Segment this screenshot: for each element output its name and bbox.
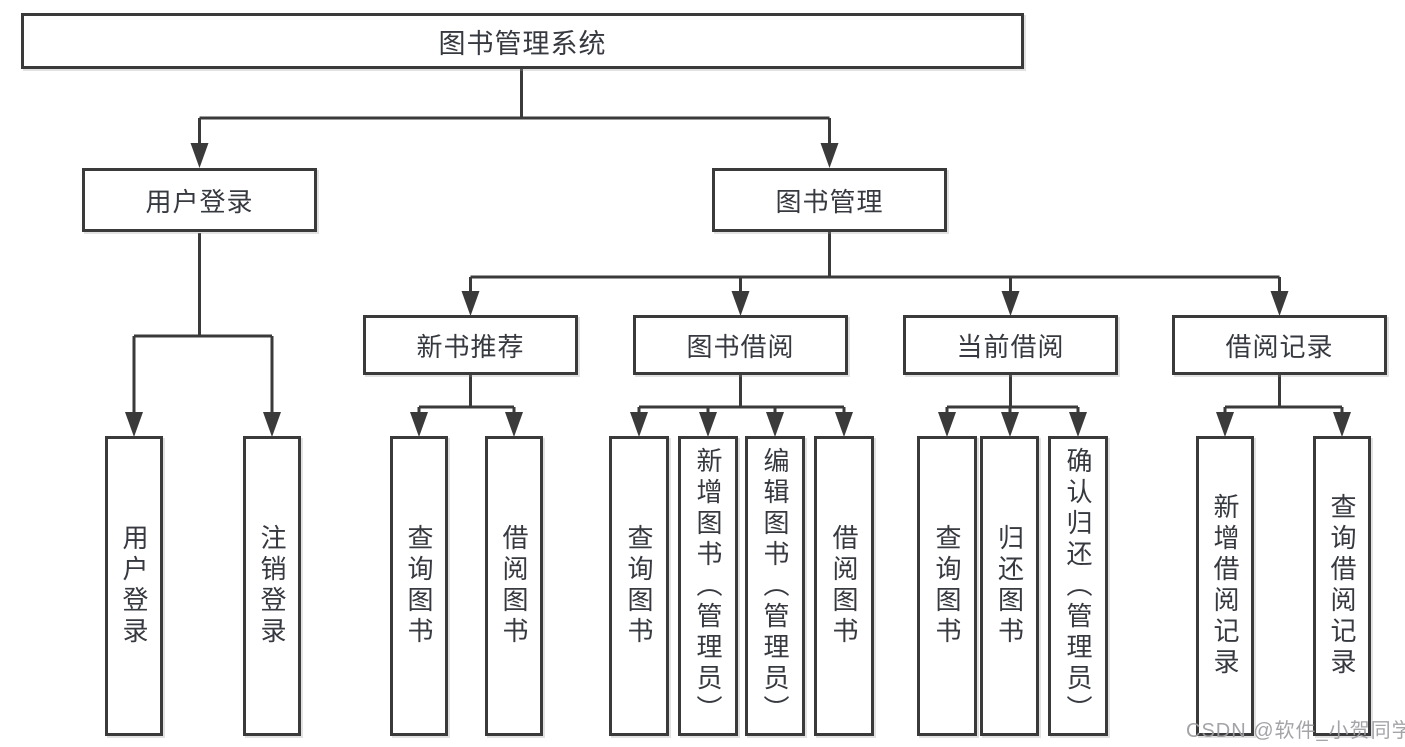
- node-root: 图书管理系统: [21, 13, 1024, 69]
- leaf-logout: 注销登录: [243, 436, 301, 736]
- arrowheads: [125, 143, 1351, 437]
- leaf-query-books-recommend: 查询图书: [390, 436, 448, 736]
- node-borrowing-records: 借阅记录: [1172, 315, 1387, 375]
- leaf-add-borrow-record: 新增借阅记录: [1196, 436, 1254, 736]
- leaf-return-books: 归还图书: [980, 436, 1039, 736]
- leaf-edit-books-admin: 编辑图书（管理员）: [745, 436, 805, 736]
- node-current-borrowing: 当前借阅: [903, 315, 1118, 375]
- leaf-query-borrow-record: 查询借阅记录: [1313, 436, 1371, 736]
- leaf-query-books-borrowing: 查询图书: [609, 436, 669, 736]
- csdn-watermark: CSDN @软件_小贺同学: [1186, 720, 1405, 742]
- leaf-add-books-admin: 新增图书（管理员）: [678, 436, 738, 736]
- node-new-book-recommend: 新书推荐: [363, 315, 578, 375]
- leaf-user-login: 用户登录: [105, 436, 163, 736]
- leaf-borrow-books-borrowing: 借阅图书: [814, 436, 874, 736]
- node-book-borrowing: 图书借阅: [633, 315, 848, 375]
- node-user-login: 用户登录: [82, 168, 317, 232]
- leaf-confirm-return-admin: 确认归还（管理员）: [1048, 436, 1108, 736]
- node-book-management: 图书管理: [712, 168, 947, 232]
- leaf-borrow-books-recommend: 借阅图书: [485, 436, 543, 736]
- leaf-query-books-current: 查询图书: [917, 436, 977, 736]
